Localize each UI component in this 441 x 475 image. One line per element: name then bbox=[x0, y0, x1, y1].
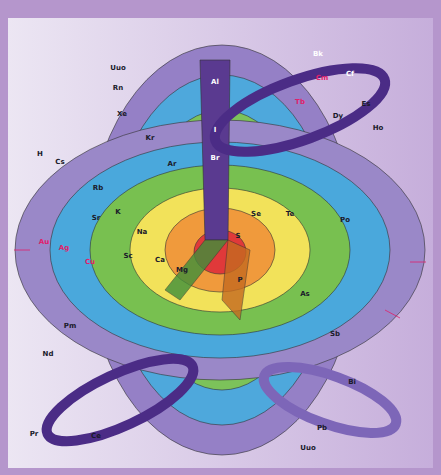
element-symbol-holder: Tb bbox=[295, 89, 305, 108]
element-symbol: Bk bbox=[313, 50, 323, 58]
element-symbol: P bbox=[237, 276, 242, 284]
element-symbol-holder: P bbox=[237, 267, 242, 286]
element-symbol: Ca bbox=[155, 256, 165, 264]
element-symbol-holder: Xe bbox=[117, 101, 127, 120]
element-symbol-holder: Ar bbox=[168, 151, 177, 170]
element-symbol: Mg bbox=[176, 266, 188, 274]
element-symbol-holder: Dy bbox=[333, 103, 343, 122]
element-symbol-holder: Cm bbox=[316, 65, 328, 84]
element-symbol: I bbox=[214, 126, 217, 134]
element-symbol-holder: Rb bbox=[93, 175, 103, 194]
element-symbol-holder: Br bbox=[211, 145, 220, 164]
element-symbol: Ar bbox=[168, 160, 177, 168]
element-symbol-holder: Es bbox=[362, 91, 371, 110]
element-symbol-holder: Cu bbox=[85, 249, 95, 268]
element-symbol-holder: Sr bbox=[92, 205, 101, 224]
element-symbol: Po bbox=[340, 216, 350, 224]
element-symbol: As bbox=[300, 290, 310, 298]
element-symbol: Ce bbox=[91, 432, 101, 440]
element-symbol: Bi bbox=[348, 378, 356, 386]
element-symbol: Ag bbox=[59, 244, 69, 252]
element-symbol-holder: Uuo bbox=[300, 435, 315, 454]
element-symbol-holder: Ca bbox=[155, 247, 165, 266]
element-symbol: Br bbox=[211, 154, 220, 162]
element-symbol-holder: Au bbox=[39, 229, 49, 248]
element-symbol-holder: Pm bbox=[64, 313, 76, 332]
element-symbol-holder: Ag bbox=[59, 235, 69, 254]
element-symbol: Cf bbox=[346, 70, 354, 78]
element-symbol-holder: Sb bbox=[330, 321, 340, 340]
element-symbol: Se bbox=[251, 210, 261, 218]
element-symbol-holder: Rn bbox=[113, 75, 123, 94]
element-symbol-holder: Kr bbox=[146, 125, 155, 144]
element-symbol-holder: S bbox=[235, 223, 240, 242]
element-symbol: Sr bbox=[92, 214, 101, 222]
element-symbol: S bbox=[235, 232, 240, 240]
element-symbol-holder: Pb bbox=[317, 415, 327, 434]
element-symbol: Te bbox=[286, 210, 295, 218]
element-symbol-holder: Mg bbox=[176, 257, 188, 276]
element-symbol-holder: I bbox=[214, 117, 217, 136]
element-symbol: Sb bbox=[330, 330, 340, 338]
element-symbol-holder: Po bbox=[340, 207, 350, 226]
element-symbol-holder: Cs bbox=[55, 149, 64, 168]
element-symbol: Nd bbox=[43, 350, 54, 358]
element-symbol-holder: Bi bbox=[348, 369, 356, 388]
element-symbol: Rn bbox=[113, 84, 123, 92]
element-symbol-holder: Ce bbox=[91, 423, 101, 442]
element-symbol-holder: Bk bbox=[313, 41, 323, 60]
element-symbol-holder: Pr bbox=[30, 421, 39, 440]
element-symbol-holder: Ho bbox=[373, 115, 384, 134]
element-symbol: K bbox=[115, 208, 120, 216]
element-symbol: Cm bbox=[316, 74, 328, 82]
element-symbol: Pb bbox=[317, 424, 327, 432]
element-symbol: Tb bbox=[295, 98, 305, 106]
element-symbol-holder: Uuo bbox=[110, 55, 125, 74]
element-symbol: Kr bbox=[146, 134, 155, 142]
element-symbol-holder: Se bbox=[251, 201, 261, 220]
element-symbol: Au bbox=[39, 238, 49, 246]
element-symbol-holder: Nd bbox=[43, 341, 54, 360]
element-symbol: Cs bbox=[55, 158, 64, 166]
element-symbol: Rb bbox=[93, 184, 103, 192]
element-symbol-holder: K bbox=[115, 199, 120, 218]
element-symbol: Al bbox=[211, 78, 219, 86]
element-symbol-holder: H bbox=[37, 141, 43, 160]
element-symbol-holder: Al bbox=[211, 69, 219, 88]
element-symbol: Na bbox=[137, 228, 148, 236]
element-symbol: Sc bbox=[123, 252, 132, 260]
element-symbol: Uuo bbox=[300, 444, 315, 452]
element-symbol: Cu bbox=[85, 258, 95, 266]
element-symbol: H bbox=[37, 150, 43, 158]
element-symbol: Dy bbox=[333, 112, 343, 120]
element-symbol: Pr bbox=[30, 430, 39, 438]
element-symbol-holder: Cf bbox=[346, 61, 354, 80]
element-symbol: Ho bbox=[373, 124, 384, 132]
element-symbol: Xe bbox=[117, 110, 127, 118]
element-symbol: Pm bbox=[64, 322, 76, 330]
element-symbol: Uuo bbox=[110, 64, 125, 72]
element-symbol-holder: As bbox=[300, 281, 310, 300]
element-symbol: Es bbox=[362, 100, 371, 108]
element-symbol-holder: Na bbox=[137, 219, 148, 238]
element-symbol-holder: Sc bbox=[123, 243, 132, 262]
element-symbol-holder: Te bbox=[286, 201, 295, 220]
